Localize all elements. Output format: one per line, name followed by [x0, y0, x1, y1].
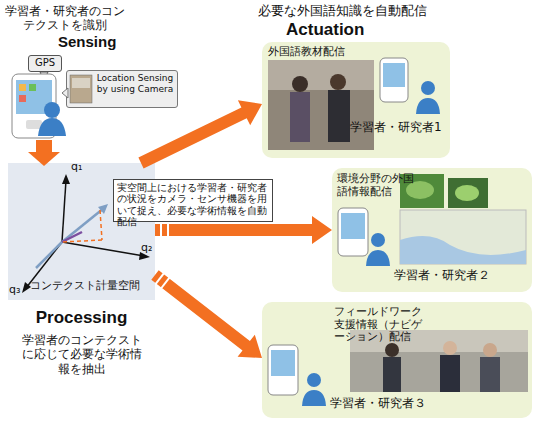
app-icon	[19, 95, 26, 102]
phone-button	[26, 120, 42, 129]
app-icon	[19, 84, 26, 91]
box-heading: 環境分野の外国語情報配信	[337, 172, 415, 197]
user-icon	[44, 102, 60, 118]
arrow-shape	[151, 270, 262, 358]
sensing-description: 学習者・研究者のコンテクストを識別	[4, 4, 126, 33]
arrow-shape	[138, 100, 262, 168]
actuation-description: 必要な外国語知識を自動配信	[252, 3, 432, 19]
app-icon	[29, 84, 36, 91]
actuation-box: 環境分野の外国語情報配信学習者・研究者２	[332, 168, 532, 292]
section-heading: Processing	[8, 308, 155, 328]
arrow-stripe	[161, 277, 170, 288]
arrow-stripe	[167, 223, 169, 237]
axis-label: q₁	[71, 160, 89, 173]
callout-text: GPS	[29, 57, 61, 69]
actuation-box: 外国語教材配信学習者・研究者1	[262, 42, 450, 158]
user-icon	[38, 118, 66, 136]
callout-text: Location Sensing by using Camera	[95, 73, 175, 95]
box-heading: フィールドワーク支援情報（ナビゲーション）配信	[334, 305, 426, 343]
section-heading: Sensing	[58, 33, 130, 51]
box-heading: 外国語教材配信	[268, 45, 388, 58]
callout-box: GPS	[28, 55, 62, 72]
flow-arrow	[151, 270, 262, 358]
user-label: 学習者・研究者1	[350, 120, 450, 134]
note-box: 実空間上における学習者・研究者の状況をカメラ・センサ機器を用いて捉え、必要な学術…	[113, 179, 273, 222]
actuation-box: フィールドワーク支援情報（ナビゲーション）配信学習者・研究者３	[262, 302, 532, 418]
phone-screen	[16, 80, 52, 114]
down-arrow	[36, 140, 52, 152]
callout-pointer	[40, 72, 48, 80]
arrow-stripe	[160, 223, 162, 237]
flow-arrow	[138, 100, 262, 168]
axis-label: q₃	[9, 283, 27, 296]
user-label: 学習者・研究者３	[330, 396, 440, 410]
callout-box: Location Sensing by using Camera	[66, 70, 178, 108]
arrow-stripe	[156, 273, 165, 284]
user-label: 学習者・研究者２	[394, 268, 504, 282]
space-label: コンテクスト計量空間	[30, 279, 142, 292]
section-heading: Actuation	[286, 20, 382, 40]
axis-label: q₂	[141, 241, 159, 254]
section-description: 学習者のコンテクストに応じて必要な学術情報を抽出	[19, 333, 145, 376]
note-text: 実空間上における学習者・研究者の状況をカメラ・センサ機器を用いて捉え、必要な学術…	[117, 182, 271, 228]
phone-body	[12, 74, 56, 138]
